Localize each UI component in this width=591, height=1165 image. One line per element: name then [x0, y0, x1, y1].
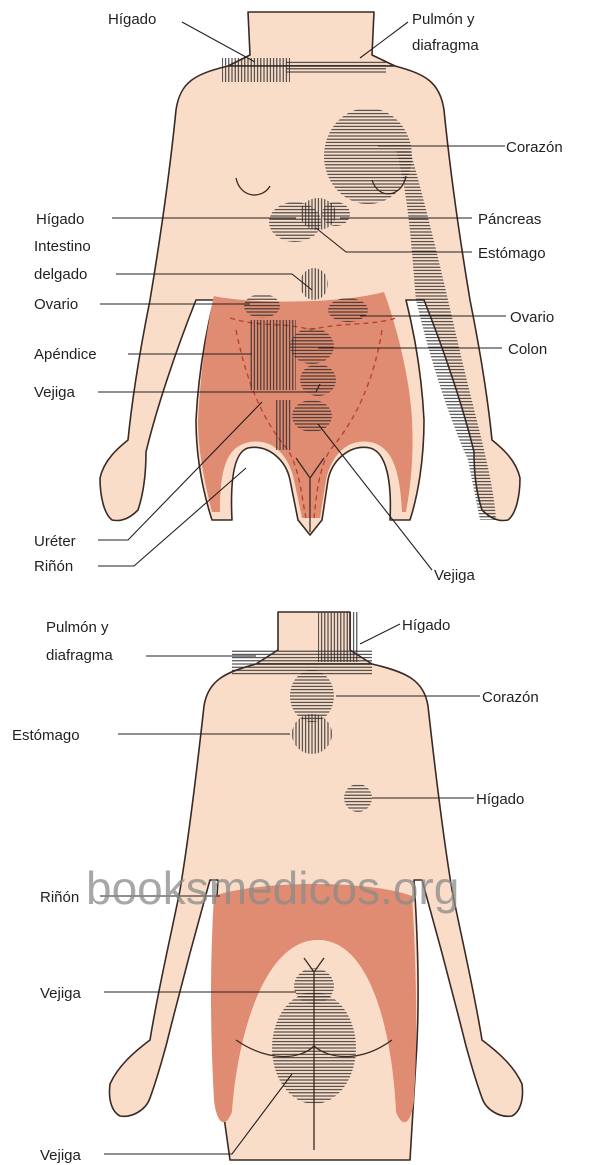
front-label-ovario-left: Ovario [34, 296, 78, 313]
front-label-vejiga-bottom: Vejiga [434, 567, 476, 584]
back-label-higado-top: Hígado [402, 617, 450, 634]
front-label-colon: Colon [508, 341, 547, 358]
front-hatch-colon [290, 328, 334, 364]
watermark: booksmedicos.org [86, 862, 459, 914]
back-hatch-bladder-lower [272, 992, 356, 1104]
front-label-pulmon-top-2: diafragma [412, 37, 479, 54]
front-label-corazon: Corazón [506, 139, 563, 156]
front-label-pulmon-top: Pulmón y [412, 11, 475, 28]
back-label-vejiga-bottom: Vejiga [40, 1147, 82, 1164]
back-label-estomago: Estómago [12, 727, 80, 744]
front-hatch-ureter [276, 400, 292, 450]
front-hatch-liver-neck [222, 58, 290, 82]
back-label-vejiga-mid: Vejiga [40, 985, 82, 1002]
front-hatch-bladder-bottom [292, 400, 332, 432]
front-label-apendice: Apéndice [34, 346, 97, 363]
front-hatch-lung-neck [286, 60, 386, 74]
back-label-pulmon-1: Pulmón y [46, 619, 109, 636]
back-hatch-stomach [292, 714, 332, 754]
back-label-corazon: Corazón [482, 689, 539, 706]
front-label-ureter: Uréter [34, 533, 76, 550]
front-label-rinon: Riñón [34, 558, 73, 575]
front-label-higado-mid: Hígado [36, 211, 84, 228]
front-label-estomago: Estómago [478, 245, 546, 262]
front-hatch-pancreas [322, 202, 350, 226]
front-label-intestino-1: Intestino [34, 238, 91, 255]
front-label-vejiga-left: Vejiga [34, 384, 76, 401]
front-label-ovario-right: Ovario [510, 309, 554, 326]
front-hatch-ovary-right [328, 298, 368, 322]
front-hatch-bladder-left [300, 364, 336, 396]
front-label-higado-top: Hígado [108, 11, 156, 28]
front-hatch-appendix [250, 320, 296, 390]
back-label-rinon: Riñón [40, 889, 79, 906]
front-neck [228, 12, 395, 66]
front-hatch-ovary-left [244, 294, 280, 318]
back-hatch-liver [344, 784, 372, 812]
back-label-pulmon-2: diafragma [46, 647, 113, 664]
front-label-pancreas: Páncreas [478, 211, 541, 228]
front-label-intestino-2: delgado [34, 266, 87, 283]
back-hatch-liver-neck [318, 612, 358, 662]
back-label-higado-right: Hígado [476, 791, 524, 808]
